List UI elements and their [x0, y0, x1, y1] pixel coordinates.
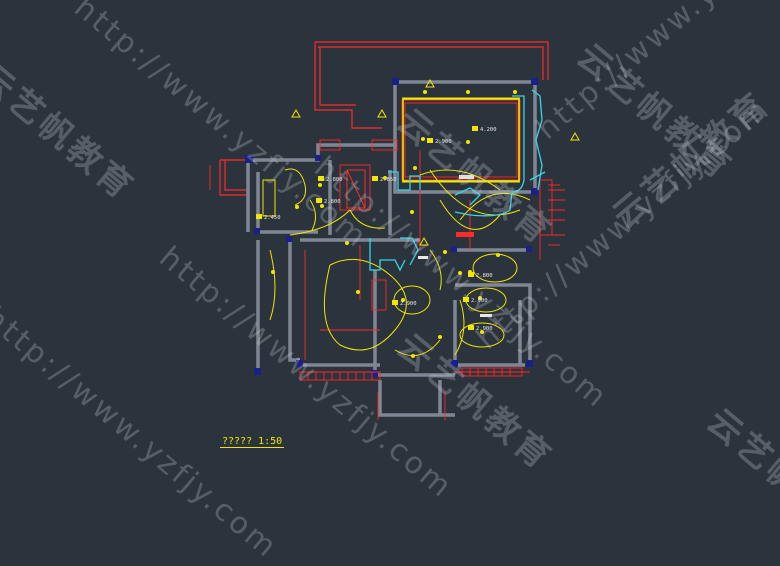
svg-text:2.800: 2.800 — [324, 199, 341, 205]
red-wiring — [209, 99, 565, 420]
level-marks: 2.450 2.800 2.800 2.850 4.200 2.900 2.80… — [256, 126, 497, 332]
svg-text:2.800: 2.800 — [326, 177, 343, 183]
small-annotations — [418, 175, 492, 317]
svg-text:4.200: 4.200 — [480, 127, 497, 133]
level-mark: 2.900 — [468, 325, 493, 332]
svg-text:2.850: 2.850 — [380, 177, 397, 183]
svg-text:2.450: 2.450 — [264, 215, 281, 221]
terrace-outline — [219, 41, 549, 196]
svg-text:2.900: 2.900 — [476, 326, 493, 332]
level-mark: 2.900 — [427, 138, 452, 145]
columns — [245, 78, 538, 377]
level-mark: 2.900 — [392, 300, 417, 307]
level-mark: 2.850 — [372, 176, 397, 183]
level-mark: 2.450 — [256, 214, 281, 221]
lighting-circuits — [262, 78, 580, 357]
ceiling-outlines — [369, 89, 546, 272]
level-mark: 2.900 — [463, 297, 488, 304]
svg-text:2.900: 2.900 — [435, 139, 452, 145]
level-mark: 2.800 — [316, 198, 341, 205]
floor-plan-drawing: 2.450 2.800 2.800 2.850 4.200 2.900 2.80… — [209, 41, 580, 420]
drawing-scale-label: ????? 1:50 — [220, 436, 285, 448]
svg-text:2.900: 2.900 — [400, 301, 417, 307]
svg-text:2.900: 2.900 — [471, 298, 488, 304]
light-fixtures — [271, 90, 517, 358]
level-mark: 2.800 — [318, 176, 343, 183]
level-mark: 2.800 — [468, 272, 493, 279]
level-mark: 4.200 — [472, 126, 497, 133]
svg-text:2.800: 2.800 — [476, 273, 493, 279]
